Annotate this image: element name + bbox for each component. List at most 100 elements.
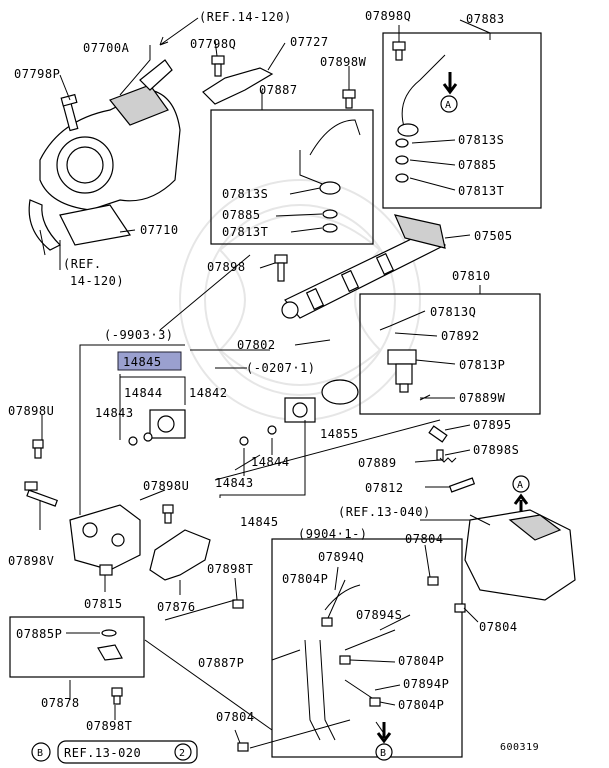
label-07700a[interactable]: 07700A — [83, 41, 130, 55]
bolt-07898v-shape — [24, 481, 58, 507]
label-07894q[interactable]: 07894Q — [318, 550, 364, 564]
spring-07889-shape — [439, 457, 457, 463]
range-9903: (-9903·3) — [104, 328, 174, 342]
label-07883[interactable]: 07883 — [466, 12, 505, 26]
valve-14842-shape — [149, 397, 316, 439]
label-14844-top[interactable]: 14844 — [124, 386, 163, 400]
label-07887-top[interactable]: 07887 — [259, 83, 298, 97]
label-07885p[interactable]: 07885P — [16, 627, 62, 641]
label-07813p[interactable]: 07813P — [459, 358, 505, 372]
pump-shape — [464, 509, 576, 601]
label-07804p-2[interactable]: 07804P — [398, 654, 444, 668]
bolt-07798q-shape — [211, 55, 225, 77]
label-07898q[interactable]: 07898Q — [365, 9, 411, 23]
label-07804-bottom[interactable]: 07804 — [216, 710, 255, 724]
label-07898u-left[interactable]: 07898U — [8, 404, 54, 418]
ref-14-120-top[interactable]: (REF.14-120) — [199, 10, 292, 24]
svg-text:A: A — [445, 100, 452, 111]
svg-text:B: B — [380, 748, 387, 759]
arrow-a-top: A — [440, 72, 458, 113]
pipe-07883-shape — [395, 54, 446, 183]
label-07895[interactable]: 07895 — [473, 418, 512, 432]
label-14845-highlight[interactable]: 14845 — [123, 355, 162, 369]
bolt-07898t-bottom-shape — [111, 687, 123, 705]
label-07876[interactable]: 07876 — [157, 600, 196, 614]
label-07813t-top[interactable]: 07813T — [222, 225, 268, 239]
label-07889[interactable]: 07889 — [358, 456, 397, 470]
label-07898u-mid[interactable]: 07898U — [143, 479, 189, 493]
part-07878-shape — [97, 629, 123, 661]
label-07798p[interactable]: 07798P — [14, 67, 60, 81]
hoses-shape — [304, 584, 396, 741]
label-07798q[interactable]: 07798Q — [190, 37, 236, 51]
label-07898w[interactable]: 07898W — [320, 55, 367, 69]
label-07894p[interactable]: 07894P — [403, 677, 449, 691]
part-07815-shape — [69, 504, 141, 576]
label-07810[interactable]: 07810 — [452, 269, 491, 283]
label-07804-right-top[interactable]: 07804 — [405, 532, 444, 546]
label-07885-right[interactable]: 07885 — [458, 158, 497, 172]
label-07812[interactable]: 07812 — [365, 481, 404, 495]
bolt-07898-shape — [274, 254, 288, 282]
bolt-07898q-shape — [392, 41, 406, 61]
label-07892[interactable]: 07892 — [441, 329, 480, 343]
ref-13-020[interactable]: REF.13-020 — [64, 746, 141, 760]
pipe-07887-shape — [299, 119, 361, 233]
label-07898t-mid[interactable]: 07898T — [207, 562, 253, 576]
gasket-14855-shape — [321, 379, 359, 405]
box-07887 — [210, 109, 374, 245]
label-07885-top[interactable]: 07885 — [222, 208, 261, 222]
label-07898v[interactable]: 07898V — [8, 554, 54, 568]
label-07710[interactable]: 07710 — [140, 223, 179, 237]
box-07878 — [9, 616, 145, 678]
label-07815[interactable]: 07815 — [84, 597, 123, 611]
highlight-14845-border — [117, 351, 182, 371]
label-07878[interactable]: 07878 — [41, 696, 80, 710]
bolt-07898w-shape — [342, 89, 356, 109]
label-07804p-1[interactable]: 07804P — [282, 572, 328, 586]
label-07887p[interactable]: 07887P — [198, 656, 244, 670]
fuel-rail-07505-shape — [281, 214, 447, 319]
label-07802[interactable]: 07802 — [237, 338, 276, 352]
ref-14-120-left-1[interactable]: (REF. — [63, 257, 102, 271]
label-07804p-3[interactable]: 07804P — [398, 698, 444, 712]
label-07898t-bottom[interactable]: 07898T — [86, 719, 132, 733]
ref-13-040[interactable]: (REF.13-040) — [338, 505, 431, 519]
bolt-07898t-mid-shape — [232, 599, 244, 609]
throttle-body-shape — [28, 59, 181, 251]
label-07727[interactable]: 07727 — [290, 35, 329, 49]
bolt-07898u-shape — [32, 439, 44, 459]
ref-13-020-number: 2 — [179, 748, 186, 759]
svg-text:B: B — [37, 748, 44, 759]
label-07813s-top[interactable]: 07813S — [222, 187, 268, 201]
part-07804-bottom-shape — [237, 742, 249, 752]
injector-07810-shape — [379, 325, 431, 401]
label-07894s[interactable]: 07894S — [356, 608, 402, 622]
label-14845-bottom[interactable]: 14845 — [240, 515, 279, 529]
label-07898[interactable]: 07898 — [207, 260, 246, 274]
label-07505[interactable]: 07505 — [474, 229, 513, 243]
arrow-b-bottom: B — [375, 722, 393, 761]
label-07804-right[interactable]: 07804 — [479, 620, 518, 634]
part-07812-shape — [448, 477, 476, 493]
label-14844-mid[interactable]: 14844 — [251, 455, 290, 469]
box-07810 — [359, 293, 541, 415]
label-07889w[interactable]: 07889W — [459, 391, 506, 405]
label-07898s[interactable]: 07898S — [473, 443, 519, 457]
box-07883 — [382, 32, 542, 209]
diagram-code: 600319 — [500, 742, 539, 753]
label-14843-top[interactable]: 14843 — [95, 406, 134, 420]
label-07813q[interactable]: 07813Q — [430, 305, 476, 319]
ref-14-120-left-2[interactable]: 14-120) — [70, 274, 124, 288]
bolt-07898u-mid-shape — [162, 504, 174, 524]
ref-13-020-marker: B — [31, 740, 198, 764]
label-14842[interactable]: 14842 — [189, 386, 228, 400]
label-14843-mid[interactable]: 14843 — [215, 476, 254, 490]
label-07813s-right[interactable]: 07813S — [458, 133, 504, 147]
label-14855[interactable]: 14855 — [320, 427, 359, 441]
arrow-a-right: A — [512, 475, 530, 512]
part-07895-shape — [428, 425, 448, 461]
label-07813t-right[interactable]: 07813T — [458, 184, 504, 198]
bolt-07798p-shape — [60, 93, 79, 132]
